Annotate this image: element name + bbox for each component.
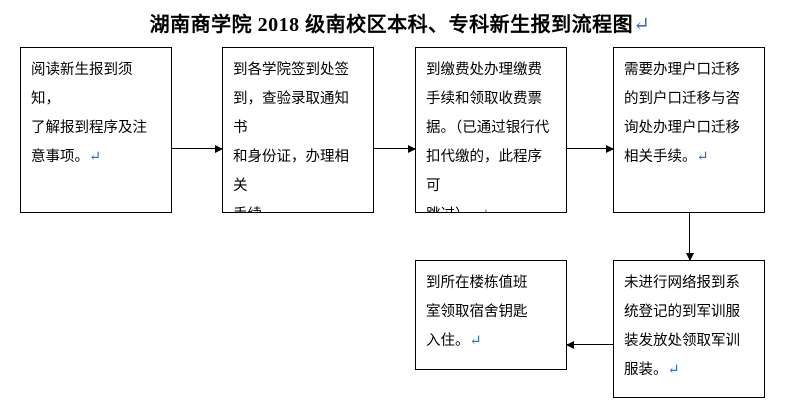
paragraph-mark-icon: ↵ <box>633 14 651 36</box>
flow-node-5: 未进行网络报到系 统登记的到军训服 装发放处领取军训 服装。↵ <box>613 260 765 398</box>
flow-node-2-line-1: 到各学院签到处签 <box>233 62 349 78</box>
flow-node-3-line-1: 到缴费处办理缴费 <box>426 62 542 78</box>
flow-node-1-line-1: 阅读新生报到须知， <box>31 62 133 107</box>
flow-node-4-line-2: 的到户口迁移与咨 <box>624 91 740 107</box>
flow-node-4-line-4: 相关手续。 <box>624 149 697 165</box>
page-title: 湖南商学院 2018 级南校区本科、专科新生报到流程图↵ <box>0 8 800 37</box>
flow-node-3-line-2: 手续和领取收费票 <box>426 91 542 107</box>
flow-node-3-line-4: 扣代缴的，此程序可 <box>426 149 542 194</box>
flow-node-4-line-3: 询处办理户口迁移 <box>624 120 740 136</box>
flow-node-5-line-2: 统登记的到军训服 <box>624 304 740 320</box>
flow-node-2-line-3: 和身份证，办理相关 <box>233 149 349 194</box>
flow-node-4-line-1: 需要办理户口迁移 <box>624 62 740 78</box>
flow-node-5-line-1: 未进行网络报到系 <box>624 275 740 291</box>
flow-node-1: 阅读新生报到须知， 了解报到程序及注 意事项。↵ <box>20 47 172 213</box>
flow-node-1-mark-icon: ↵ <box>89 149 102 165</box>
flow-node-1-line-3: 意事项。 <box>31 149 89 165</box>
flow-node-2: 到各学院签到处签 到，查验录取通知书 和身份证，办理相关 手续。 <box>222 47 374 213</box>
arrow-node4-to-node5 <box>685 213 694 261</box>
arrow-node2-to-node3 <box>374 144 416 153</box>
flow-node-5-line-3: 装发放处领取军训 <box>624 333 740 349</box>
flow-node-6-line-2: 室领取宿舍钥匙 <box>426 304 528 320</box>
flow-node-5-mark-icon: ↵ <box>667 362 680 378</box>
flow-node-6: 到所在楼栋值班 室领取宿舍钥匙 入住。↵ <box>415 260 567 370</box>
flow-node-5-line-4: 服装。 <box>624 362 668 378</box>
flow-node-2-line-2: 到，查验录取通知书 <box>233 91 349 136</box>
arrow-node3-to-node4 <box>567 144 614 153</box>
flow-node-6-line-1: 到所在楼栋值班 <box>426 275 528 291</box>
flow-node-2-line-4: 手续。 <box>233 207 277 212</box>
flow-node-3-line-5: 跳过）。 <box>426 207 477 212</box>
flow-node-3-mark-icon: ↵ <box>477 207 489 212</box>
flow-node-1-line-2: 了解报到程序及注 <box>31 120 147 136</box>
flow-node-4: 需要办理户口迁移 的到户口迁移与咨 询处办理户口迁移 相关手续。↵ <box>613 47 765 213</box>
flow-node-4-mark-icon: ↵ <box>696 149 709 165</box>
arrow-node5-to-node6 <box>566 340 613 349</box>
flow-node-6-mark-icon: ↵ <box>469 333 482 349</box>
flow-node-3: 到缴费处办理缴费 手续和领取收费票 据。（已通过银行代 扣代缴的，此程序可 跳过… <box>415 47 567 213</box>
flow-node-6-line-3: 入住。 <box>426 333 470 349</box>
flow-node-3-line-3: 据。（已通过银行代 <box>426 120 550 136</box>
page-title-text: 湖南商学院 2018 级南校区本科、专科新生报到流程图 <box>149 14 634 36</box>
arrow-node1-to-node2 <box>172 144 223 153</box>
